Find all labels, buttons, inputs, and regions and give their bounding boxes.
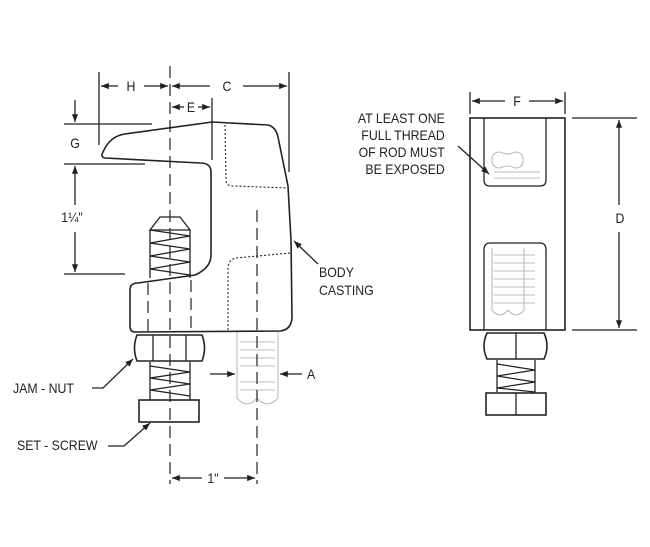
jam-nut-label: JAM - NUT [13,380,74,396]
dim-h-label: H [126,78,136,94]
thread-note-line1: AT LEAST ONE [358,110,445,126]
dim-one-quarter-label: 1¼" [61,209,83,225]
thread-note-line2: FULL THREAD [361,127,445,143]
side-view [64,66,319,484]
thread-note: AT LEAST ONE FULL THREAD OF ROD MUST BE … [346,110,445,178]
thread-note-line3: OF ROD MUST [358,144,445,160]
dim-one-inch-label: 1" [207,470,219,486]
body-casting [101,121,293,333]
thread-note-line4: BE EXPOSED [365,161,445,177]
dim-c-label: C [222,78,232,94]
jam-nut [133,334,206,362]
dim-d-label: D [615,210,625,226]
front-view [457,92,637,416]
jam-nut-front [483,332,548,360]
body-label-line2: CASTING [319,282,374,298]
set-screw [138,362,200,423]
dim-e-label: E [186,99,196,115]
dim-g-label: G [70,135,80,151]
body-label-line1: BODY [319,264,354,280]
dim-f-label: F [513,93,521,109]
set-screw-label: SET - SCREW [17,437,98,453]
dim-a-label: A [307,366,316,382]
